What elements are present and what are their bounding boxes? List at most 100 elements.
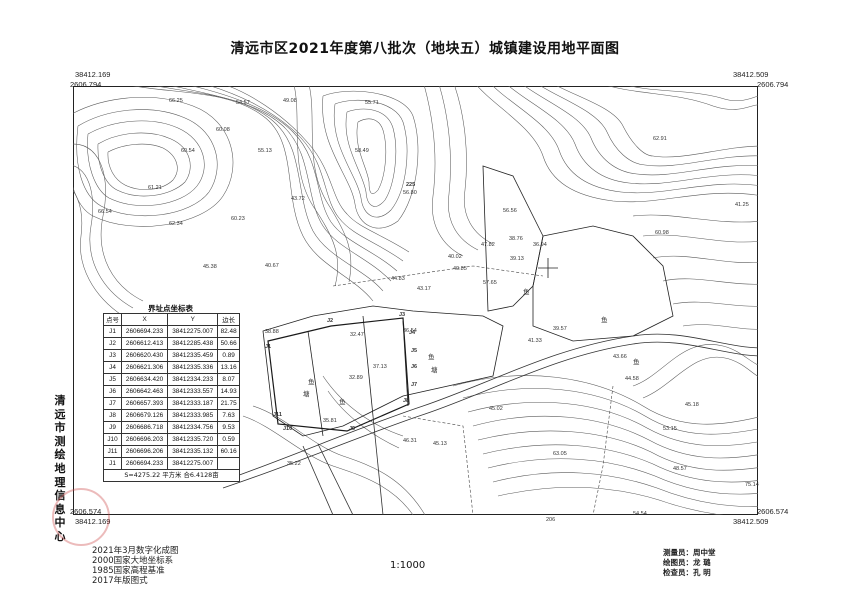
elevation-label: 60.54 [181,148,195,154]
corner-bottom-right-x: 38412.509 [733,517,769,526]
table-header: X [121,313,169,326]
contour-lines [73,86,758,515]
spot-number: 225 [406,182,416,188]
elevation-label: 56.80 [403,190,417,196]
point-x: 2606679.126 [121,409,169,422]
point-id: J4 [102,361,123,374]
elevation-label: 57.65 [483,280,497,286]
boundary-point-label: J1 [265,344,272,350]
edge-length: 0.89 [217,349,240,362]
edge-length: 13.16 [217,361,240,374]
point-id: J6 [102,385,123,398]
elevation-label: 48.57 [673,466,687,472]
point-y: 38412335.132 [167,445,219,458]
legend-line-survey-date: 2021年3月数字化成图 [92,546,179,556]
elevation-label: 32.47 [350,332,364,338]
elevation-label: 75.14 [745,482,759,488]
point-id: J8 [102,409,123,422]
boundary-point-label: J3 [399,312,406,318]
area-mu: 平方米 合6.4128亩 [162,471,219,479]
point-y: 38412275.007 [167,457,219,470]
road-lines [222,333,758,515]
land-boundary [267,317,410,432]
point-y: 38412275.007 [167,325,219,338]
elevation-label: 45.13 [433,441,447,447]
corner-bottom-right-y: 2606.574 [757,507,789,516]
edge-length [217,457,240,470]
spot-number: 206 [546,517,556,523]
point-x: 2606634.420 [121,373,169,386]
point-x: 2606694.233 [121,457,169,470]
edge-length: 21.75 [217,397,240,410]
point-x: 2606694.233 [121,325,169,338]
elevation-label: 45.38 [203,264,217,270]
point-y: 38412335.336 [167,361,219,374]
elevation-label: 60.98 [655,230,669,236]
elevation-label: 55.71 [365,100,379,106]
land-use-label: 鱼 [633,359,640,366]
map-frame [73,86,758,515]
corner-top-right-y: 2606.794 [757,80,789,89]
land-use-label: 塘 [431,367,438,374]
area-square-meters: S=4275.22 [124,471,161,479]
elevation-label: 40.85 [453,266,467,272]
corner-top-left-y: 2606.794 [70,80,102,89]
edge-length: 60.16 [217,445,240,458]
land-use-label: 塘 [303,391,310,398]
map-labels-layer: 66.25 54.57 49.08 55.71 60.08 60.54 55.1… [73,86,759,523]
legend-line-elevation-datum: 1985国家高程基准 [92,566,165,576]
boundary-point-label: J10 [283,426,293,432]
point-id: J1 [102,325,123,338]
elevation-label: 46.31 [403,438,417,444]
point-id: J2 [102,337,123,350]
grid-cross [538,258,558,278]
edge-length: 9.53 [217,421,240,434]
elevation-label: 63.05 [553,451,567,457]
corner-top-right-x: 38412.509 [733,70,769,79]
point-id: J11 [102,445,123,458]
elevation-label: 55.13 [258,148,272,154]
legend-line-symbology: 2017年版图式 [92,576,148,586]
point-id: J9 [102,421,123,434]
boundary-point-label: J5 [411,348,418,354]
point-id: J5 [102,373,123,386]
boundary-point-label: J4 [409,330,416,336]
elevation-label: 66.25 [169,98,183,104]
table-header: Y [167,313,219,326]
point-x: 2606620.430 [121,349,169,362]
boundary-point-label: J6 [411,364,418,370]
elevation-label: 40.67 [265,263,279,269]
point-x: 2606621.306 [121,361,169,374]
table-header: 点号 [102,313,123,326]
elevation-label: 37.13 [373,364,387,370]
elevation-label: 36.54 [403,328,417,334]
boundary-point-label: J8 [403,398,410,404]
land-use-label: 鱼 [339,399,346,406]
legend-line-coordinate-system: 2000国家大地坐标系 [92,556,174,566]
area-summary: S=4275.22 平方米 合6.4128亩 [103,470,240,482]
elevation-label: 43.66 [613,354,627,360]
dashed-lines [332,265,614,515]
elevation-label: 61.21 [148,185,162,191]
elevation-label: 43.72 [291,196,305,202]
boundary-point-label: J9 [349,426,356,432]
elevation-label: 54.57 [236,100,250,106]
elevation-label: 35.22 [287,461,301,467]
elevation-label: 39.57 [553,326,567,332]
point-id: J7 [102,397,123,410]
elevation-label: 60.23 [231,216,245,222]
elevation-label: 62.91 [653,136,667,142]
point-x: 2606657.393 [121,397,169,410]
elevation-label: 45.18 [685,402,699,408]
point-id: J10 [102,433,123,446]
elevation-label: 44.83 [391,276,405,282]
elevation-label: 41.33 [528,338,542,344]
elevation-label: 36.94 [533,242,547,248]
edge-length: 0.59 [217,433,240,446]
